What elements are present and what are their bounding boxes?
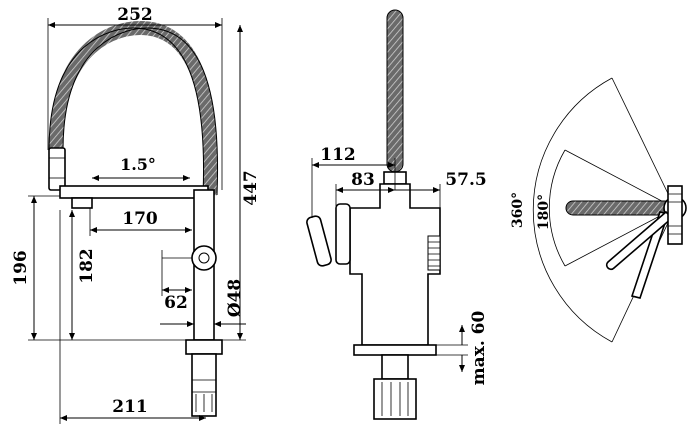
- dim-max-60: max. 60: [469, 311, 489, 386]
- side-spout: [59, 185, 209, 199]
- top-spout: [565, 200, 675, 216]
- dim-spout-angle: 1.5°: [120, 155, 156, 174]
- dim-182: 182: [77, 248, 97, 284]
- dim-211: 211: [112, 397, 148, 417]
- dim-170: 170: [122, 209, 158, 229]
- dim-447: 447: [241, 170, 261, 206]
- dim-62: 62: [164, 293, 188, 313]
- dim-diameter-48: Ø48: [225, 279, 245, 317]
- dim-112: 112: [320, 145, 356, 165]
- front-lever: [335, 203, 351, 265]
- top-lever: [630, 211, 670, 299]
- dim-83: 83: [351, 170, 375, 190]
- top-view: 360° 180°: [510, 77, 687, 343]
- dim-57-5: 57.5: [445, 170, 486, 190]
- rotation-180: 180°: [536, 194, 552, 230]
- side-spray-head: [48, 147, 66, 191]
- front-view: 112 83 57.5 max. 60: [306, 9, 489, 420]
- rotation-360: 360°: [510, 192, 526, 228]
- front-hose: [386, 9, 404, 173]
- dim-252: 252: [117, 5, 153, 25]
- dim-196: 196: [11, 250, 31, 286]
- side-view: 252 1.5° 170 447 196 182 62 Ø48 211: [11, 5, 261, 424]
- front-body: [349, 183, 441, 346]
